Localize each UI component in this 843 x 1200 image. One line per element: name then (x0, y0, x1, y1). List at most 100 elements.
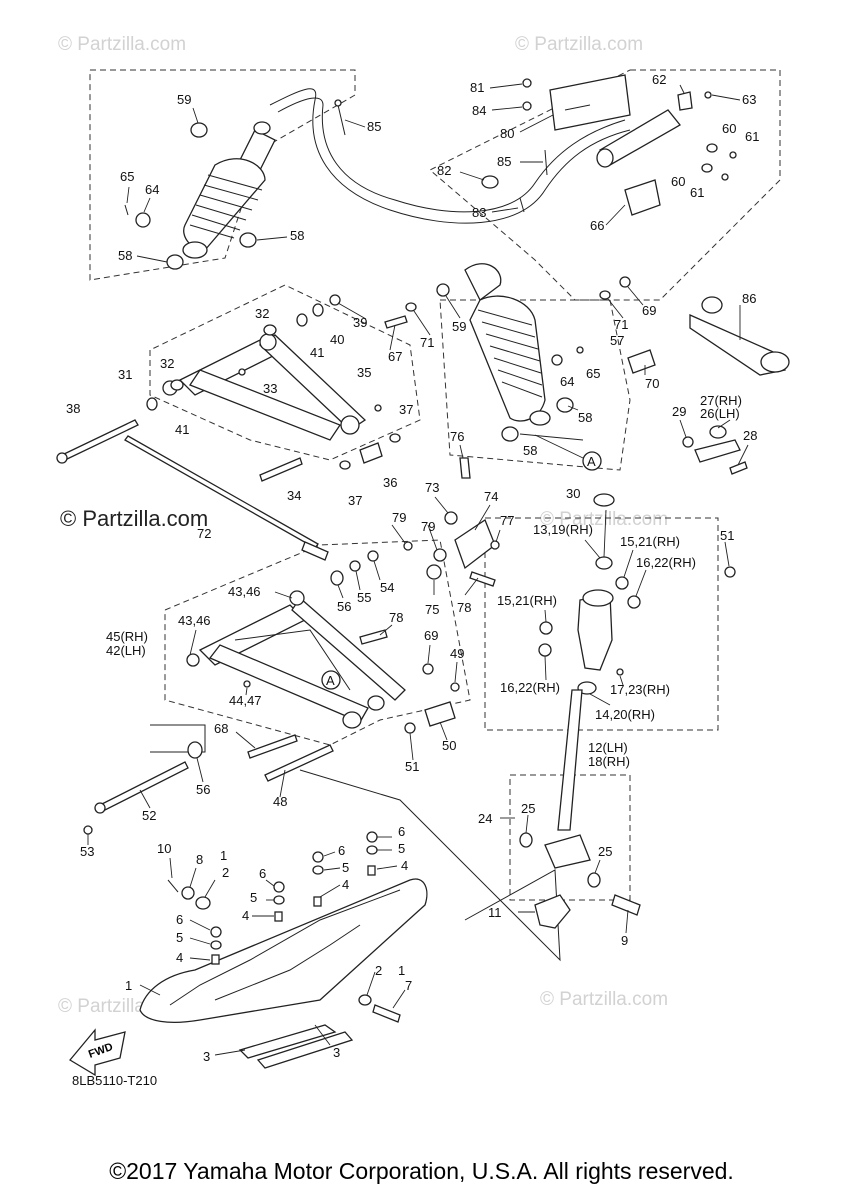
callout-38: 38 (66, 401, 80, 416)
nut-39 (329, 294, 341, 306)
pin-85-top (334, 99, 346, 136)
collar-58-left-b (239, 232, 257, 248)
callout-67: 67 (388, 349, 402, 364)
reference-marker-a-2: A (321, 670, 341, 690)
bolt-38 (56, 419, 139, 464)
callout-56: 56 (337, 599, 351, 614)
nut-53 (83, 825, 93, 835)
callout-32: 32 (255, 306, 269, 321)
callout-42: 42(LH) (106, 643, 146, 658)
washer-56-b (187, 741, 203, 759)
washer-60-b (701, 163, 713, 173)
callout-26: 26(LH) (700, 406, 740, 421)
washer-55 (349, 560, 361, 572)
reference-marker-a-1: A (582, 451, 602, 471)
stud-nut-set-c (312, 851, 324, 907)
collar-36 (359, 442, 383, 464)
callout-66: 66 (590, 218, 604, 233)
callout-51: 51 (405, 759, 419, 774)
callout-37: 37 (348, 493, 362, 508)
collar-58-mid-a (556, 397, 574, 413)
grease-17-23 (616, 668, 624, 676)
spindle-shaft-24 (544, 689, 591, 869)
watermark-main: © Partzilla.com (60, 506, 209, 531)
callout-83: 83 (472, 205, 486, 220)
callout-4: 4 (176, 950, 183, 965)
callout-2: 2 (375, 963, 382, 978)
callout-4: 4 (342, 877, 349, 892)
callout-45: 45(RH) (106, 629, 148, 644)
collar-25-b (587, 872, 601, 888)
callout-52: 52 (142, 808, 156, 823)
tie-rod-72 (124, 435, 329, 561)
svg-text:A: A (326, 673, 335, 688)
washer-41-b (146, 397, 158, 411)
group-boundary-shock-lower (439, 299, 631, 471)
callout-84: 84 (472, 103, 486, 118)
callout-57: 57 (610, 333, 624, 348)
callout-43-46: 43,46 (228, 584, 261, 599)
callout-85: 85 (367, 119, 381, 134)
washer-61-a (729, 151, 737, 159)
callout-54: 54 (380, 580, 394, 595)
callout-65: 65 (120, 169, 134, 184)
stud-nut-set-b (273, 881, 285, 922)
callout-35: 35 (357, 365, 371, 380)
bolt-34 (259, 457, 303, 482)
nut-49 (450, 682, 460, 692)
group-boundary-lead-lines (150, 724, 206, 753)
bushing-64-mid (551, 354, 563, 366)
callout-6: 6 (338, 843, 345, 858)
callout-11: 11 (488, 905, 502, 920)
washer-51-b (724, 566, 736, 578)
callout-28: 28 (743, 428, 757, 443)
callout-7: 7 (405, 978, 412, 993)
nut-40 (312, 303, 324, 317)
callout-79: 79 (421, 519, 435, 534)
bracket-80 (549, 74, 631, 131)
grease-33 (238, 368, 246, 376)
bushing-62 (677, 91, 693, 111)
group-boundary-steering (509, 774, 631, 901)
callout-8: 8 (196, 852, 203, 867)
callout-37: 37 (399, 402, 413, 417)
callout-41: 41 (175, 422, 189, 437)
watermark-top-left: © Partzilla.com (58, 34, 186, 55)
bolt-28 (729, 461, 748, 475)
washer-60-a (706, 143, 718, 153)
washer-61-b (721, 173, 729, 181)
callout-40: 40 (330, 332, 344, 347)
callout-76: 76 (450, 429, 464, 444)
pin-85-mid (544, 149, 548, 176)
group-boundary-upper-arm (149, 284, 421, 461)
callout-12: 12(LH) (588, 740, 628, 755)
svg-text:A: A (587, 454, 596, 469)
washer-51-a (404, 722, 416, 734)
bolt-76 (459, 457, 471, 479)
bushing-79-a (403, 541, 413, 551)
stud-nut-set-a (210, 926, 222, 965)
cotter-65-left (124, 204, 129, 216)
ski-bolt-7 (372, 1004, 401, 1023)
bushing-73 (444, 511, 458, 525)
callout-49: 49 (450, 646, 464, 661)
nut-69-top (619, 276, 631, 288)
callout-15-21: 15,21(RH) (620, 534, 680, 549)
callout-64: 64 (560, 374, 574, 389)
callout-53: 53 (80, 844, 94, 859)
leader-lines (87, 83, 749, 1056)
callout-85: 85 (497, 154, 511, 169)
grease-44 (243, 680, 251, 688)
callout-6: 6 (176, 912, 183, 927)
bolt-52 (94, 761, 189, 814)
callout-48: 48 (273, 794, 287, 809)
group-boundary-top-left (89, 69, 356, 281)
bushing-64-left (135, 212, 151, 228)
upper-a-arm (162, 333, 367, 441)
bolt-78-lower (359, 629, 388, 645)
callout-58: 58 (578, 410, 592, 425)
nut-69-lower (422, 663, 434, 675)
callout-14-20: 14,20(RH) (595, 707, 655, 722)
washer-56-a (330, 570, 344, 586)
runner-3 (238, 1024, 354, 1069)
